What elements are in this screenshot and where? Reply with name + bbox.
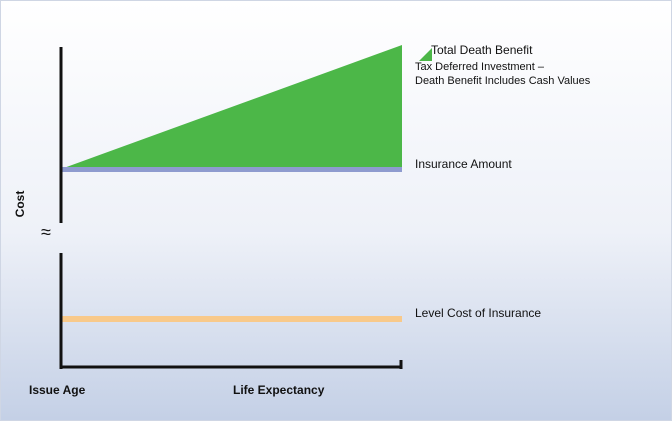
y-axis-label: Cost	[13, 190, 27, 218]
total-death-benefit-label: Total Death Benefit	[431, 43, 533, 57]
level-cost-label: Level Cost of Insurance	[415, 306, 542, 320]
tax-deferred-investment-area	[61, 45, 402, 169]
tax-deferred-label-line1: Tax Deferred Investment –	[415, 61, 545, 73]
investment-legend-icon	[419, 48, 432, 61]
insurance-amount-label: Insurance Amount	[415, 157, 512, 171]
x-axis-end-label: Life Expectancy	[233, 383, 325, 397]
level-cost-line	[61, 316, 402, 322]
insurance-amount-line	[61, 167, 402, 172]
axis-break-mark: ≈	[41, 222, 51, 242]
tax-deferred-label-line2: Death Benefit Includes Cash Values	[415, 75, 591, 87]
x-axis-start-label: Issue Age	[29, 383, 86, 397]
